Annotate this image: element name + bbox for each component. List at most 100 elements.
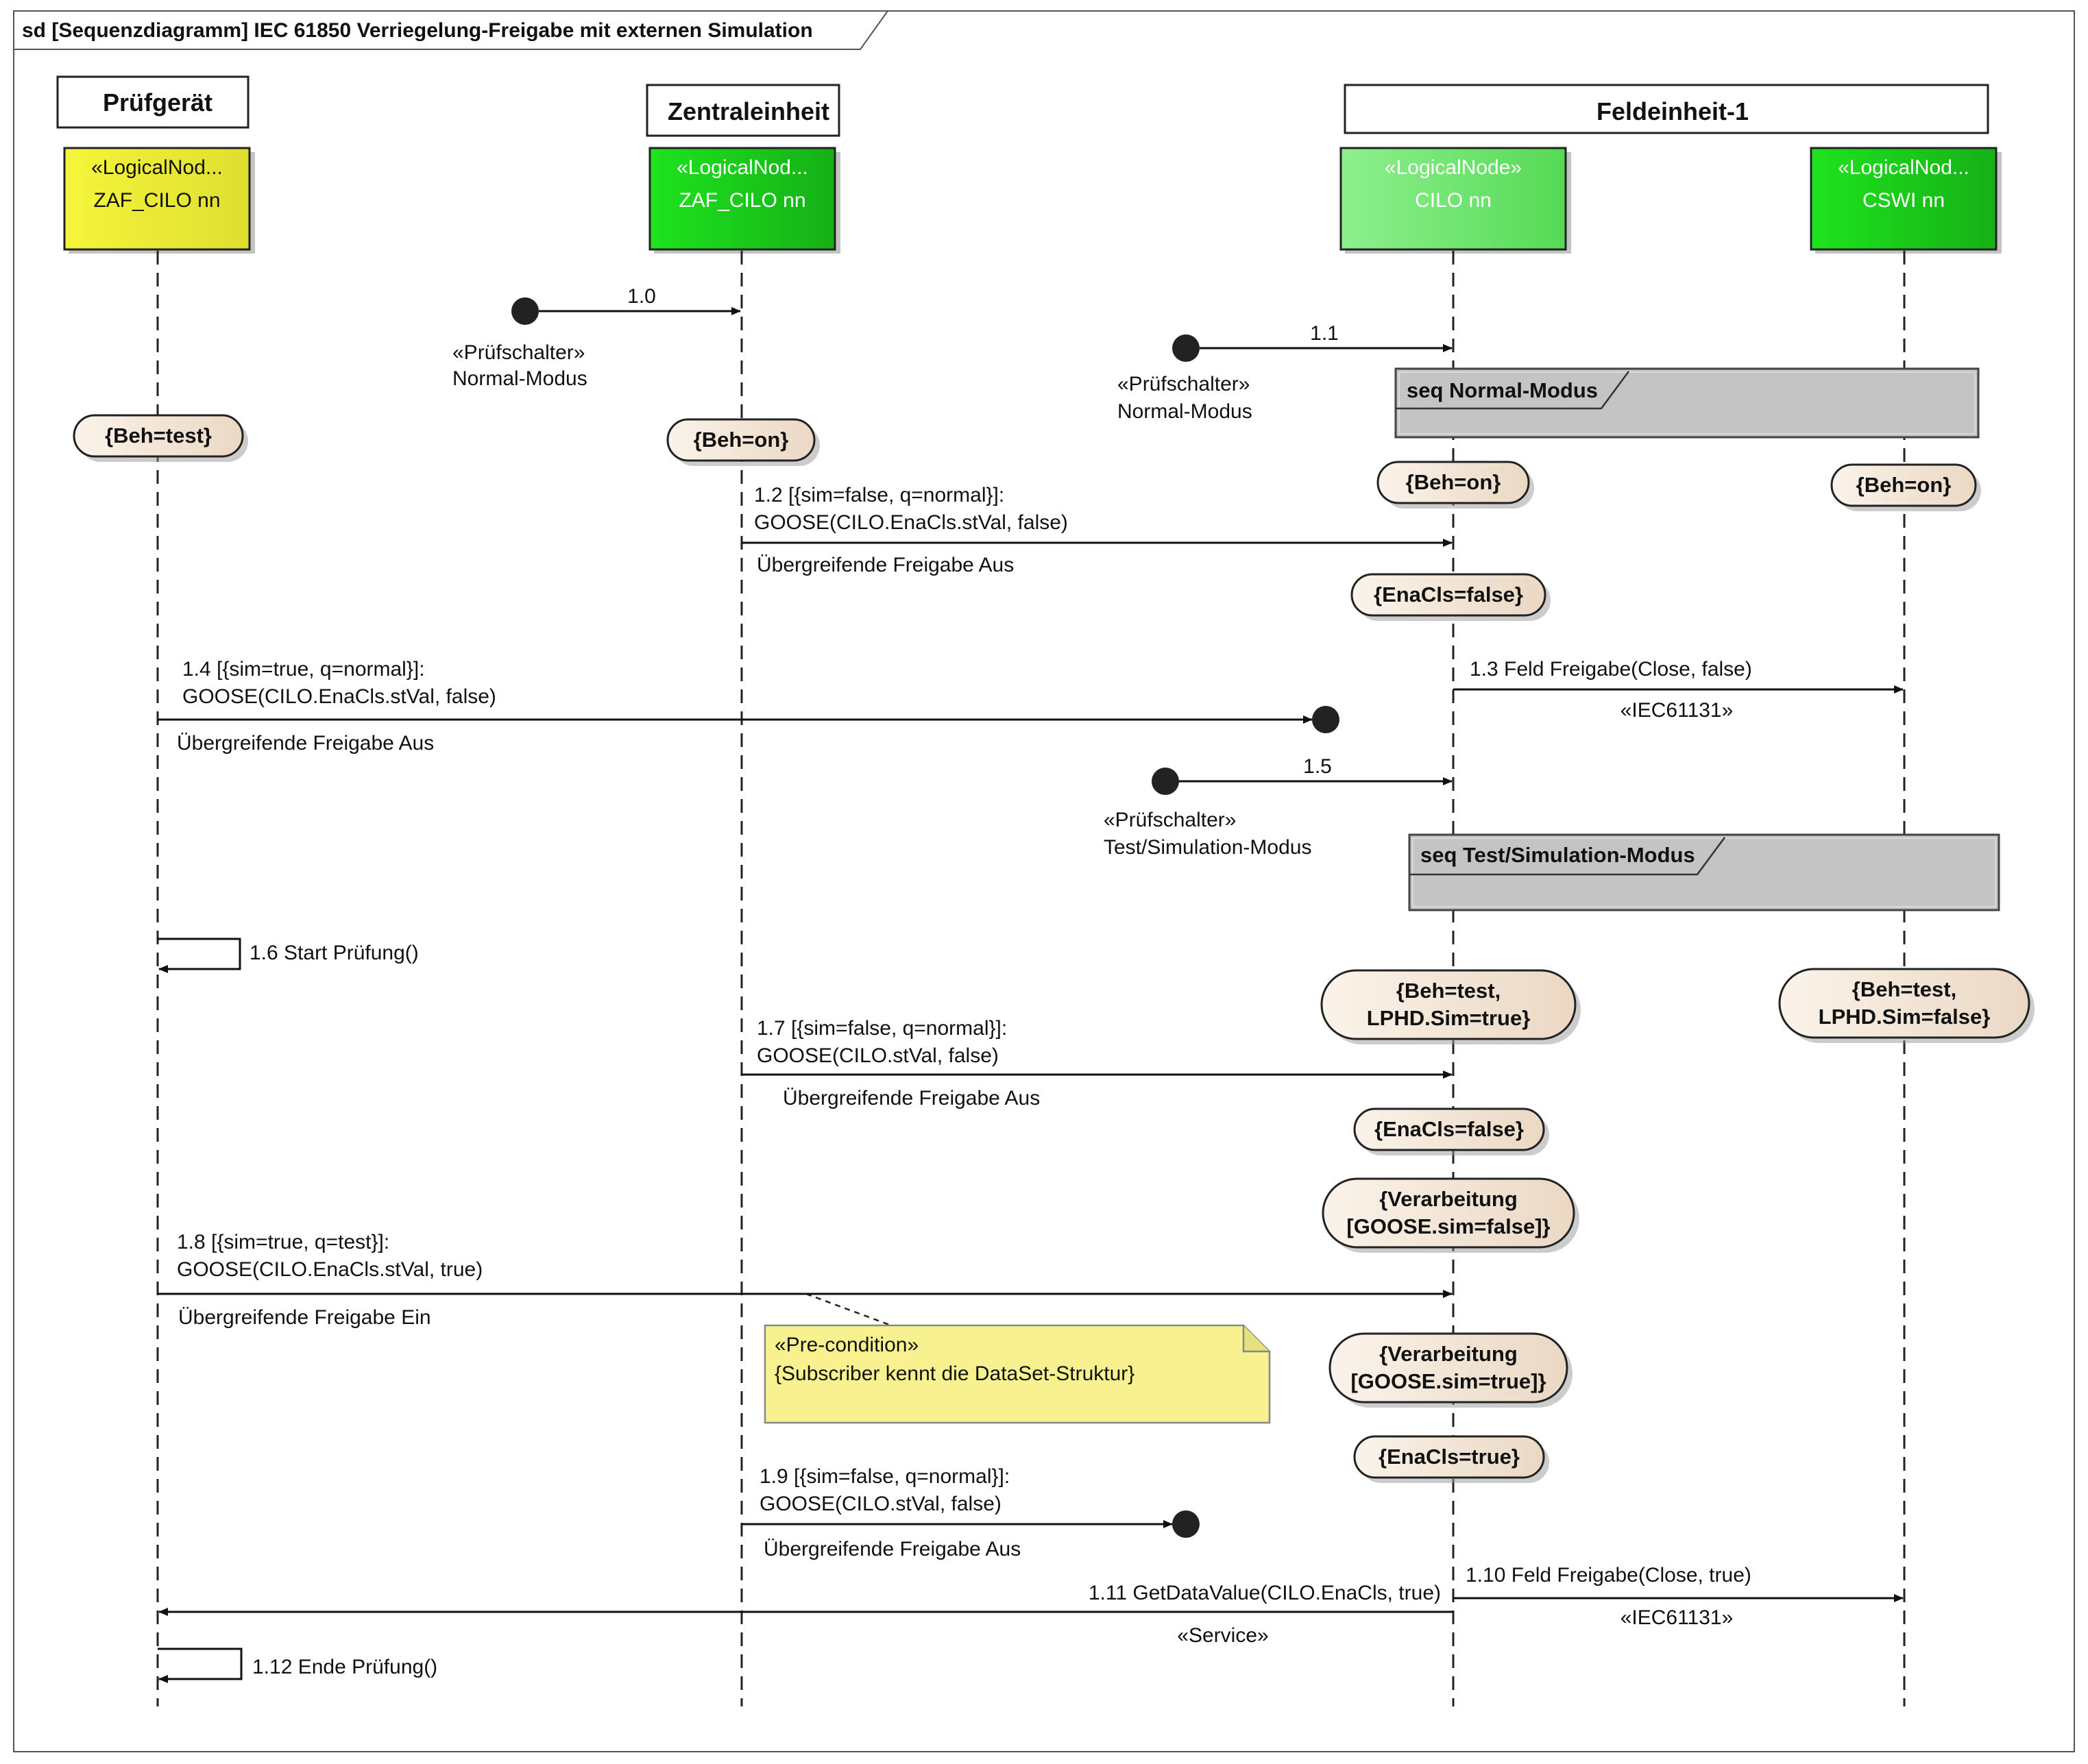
svg-text:{EnaCls=false}: {EnaCls=false} (1374, 1117, 1524, 1141)
state-c-enacls-3: {EnaCls=true} (1353, 1435, 1549, 1483)
svg-text:{Subscriber kennt die DataSet-: {Subscriber kennt die DataSet-Struktur} (775, 1362, 1134, 1385)
state-c-beh: {Beh=on} (1376, 461, 1534, 509)
svg-text:Normal-Modus: Normal-Modus (452, 367, 587, 390)
fragment-test-label: seq Test/Simulation-Modus (1420, 843, 1695, 867)
svg-text:GOOSE(CILO.EnaCls.stVal, false: GOOSE(CILO.EnaCls.stVal, false) (182, 685, 496, 708)
svg-text:Übergreifende Freigabe Aus: Übergreifende Freigabe Aus (783, 1087, 1040, 1110)
message-1-5: 1.5 «Prüfschalter» Test/Simulation-Modus (1104, 755, 1453, 859)
svg-text:Normal-Modus: Normal-Modus (1117, 400, 1252, 423)
svg-text:Übergreifende Freigabe Aus: Übergreifende Freigabe Aus (177, 732, 434, 755)
svg-text:1.4 [{sim=true, q=normal}]:: 1.4 [{sim=true, q=normal}]: (182, 658, 425, 681)
fragment-test-modus: seq Test/Simulation-Modus (1408, 833, 2000, 911)
svg-text:1.5: 1.5 (1303, 755, 1332, 778)
state-s-test: {Beh=test, LPHD.Sim=false} (1778, 968, 2035, 1043)
lifeline-p-stereotype: «LogicalNod... (91, 156, 223, 179)
svg-text:{Beh=on}: {Beh=on} (1856, 473, 1952, 497)
svg-text:«Prüfschalter»: «Prüfschalter» (452, 341, 585, 364)
lifeline-s-name: CSWI nn (1862, 189, 1945, 212)
state-c-verarbeitung-2: {Verarbeitung [GOOSE.sim=true]} (1328, 1332, 1573, 1408)
svg-text:«IEC61131»: «IEC61131» (1620, 1606, 1734, 1629)
svg-text:{Beh=test,: {Beh=test, (1852, 977, 1956, 1001)
state-c-verarbeitung-1: {Verarbeitung [GOOSE.sim=false]} (1322, 1177, 1579, 1253)
message-1-2: 1.2 [{sim=false, q=normal}]: GOOSE(CILO.… (742, 484, 1453, 576)
group-zentraleinheit-label: Zentraleinheit (668, 97, 829, 125)
state-p-beh: {Beh=test} (73, 414, 248, 462)
svg-text:GOOSE(CILO.EnaCls.stVal, true): GOOSE(CILO.EnaCls.stVal, true) (177, 1258, 483, 1281)
svg-text:«Service»: «Service» (1177, 1624, 1268, 1647)
svg-text:{Beh=test}: {Beh=test} (105, 424, 212, 448)
lifeline-head-z: «LogicalNod... ZAF_CILO nn (648, 147, 840, 254)
diagram-title: sd [Sequenzdiagramm] IEC 61850 Verriegel… (22, 19, 813, 42)
message-1-12: 1.12 Ende Prüfung() (158, 1647, 437, 1683)
svg-text:GOOSE(CILO.stVal, false): GOOSE(CILO.stVal, false) (760, 1493, 1001, 1515)
svg-text:1.8 [{sim=true, q=test}]:: 1.8 [{sim=true, q=test}]: (177, 1231, 389, 1253)
message-1-9: 1.9 [{sim=false, q=normal}]: GOOSE(CILO.… (742, 1465, 1200, 1560)
svg-text:1.3 Feld Freigabe(Close, false: 1.3 Feld Freigabe(Close, false) (1470, 658, 1752, 681)
lifeline-s-stereotype: «LogicalNod... (1838, 156, 1969, 179)
group-zentraleinheit: Zentraleinheit (646, 84, 840, 137)
group-pruefgeraet: Prüfgerät (56, 75, 250, 129)
lifeline-z-name: ZAF_CILO nn (679, 189, 805, 212)
state-c-test: {Beh=test, LPHD.Sim=true} (1320, 969, 1581, 1044)
message-1-3: 1.3 Feld Freigabe(Close, false) «IEC6113… (1453, 658, 1904, 722)
precondition-note: «Pre-condition» {Subscriber kennt die Da… (764, 1293, 1271, 1424)
lifeline-c-name: CILO nn (1415, 189, 1492, 212)
message-1-0: 1.0 «Prüfschalter» Normal-Modus (452, 285, 741, 390)
svg-text:{Beh=on}: {Beh=on} (1406, 470, 1501, 494)
svg-text:1.11 GetDataValue(CILO.EnaCls,: 1.11 GetDataValue(CILO.EnaCls, true) (1089, 1582, 1441, 1604)
group-pruefgeraet-label: Prüfgerät (103, 88, 213, 117)
svg-text:{Beh=on}: {Beh=on} (694, 428, 789, 452)
svg-text:1.6 Start Prüfung(): 1.6 Start Prüfung() (250, 942, 419, 964)
svg-text:1.9 [{sim=false, q=normal}]:: 1.9 [{sim=false, q=normal}]: (760, 1465, 1010, 1488)
message-1-8: 1.8 [{sim=true, q=test}]: GOOSE(CILO.Ena… (158, 1231, 1453, 1329)
svg-text:GOOSE(CILO.stVal, false): GOOSE(CILO.stVal, false) (757, 1044, 999, 1067)
group-feldeinheit: Feldeinheit-1 (1344, 84, 1989, 134)
found-message-dot (1152, 768, 1179, 795)
lifeline-head-s: «LogicalNod... CSWI nn (1810, 147, 2002, 254)
message-1-1: 1.1 «Prüfschalter» Normal-Modus (1117, 322, 1453, 423)
lost-message-dot (1172, 1510, 1200, 1538)
svg-text:LPHD.Sim=false}: LPHD.Sim=false} (1819, 1005, 1991, 1029)
lifeline-p-name: ZAF_CILO nn (93, 189, 220, 212)
svg-text:Übergreifende Freigabe Aus: Übergreifende Freigabe Aus (757, 554, 1014, 576)
svg-text:1.10 Feld Freigabe(Close, true: 1.10 Feld Freigabe(Close, true) (1466, 1564, 1751, 1587)
svg-text:{Verarbeitung: {Verarbeitung (1379, 1187, 1518, 1211)
svg-text:1.0: 1.0 (627, 285, 656, 308)
message-1-7: 1.7 [{sim=false, q=normal}]: GOOSE(CILO.… (742, 1017, 1453, 1110)
svg-text:«Prüfschalter»: «Prüfschalter» (1117, 373, 1250, 395)
svg-text:LPHD.Sim=true}: LPHD.Sim=true} (1367, 1006, 1531, 1030)
message-1-11: 1.11 GetDataValue(CILO.EnaCls, true) «Se… (158, 1582, 1453, 1647)
lost-message-dot (1312, 706, 1339, 733)
svg-text:«IEC61131»: «IEC61131» (1620, 699, 1734, 722)
found-message-dot (1172, 334, 1200, 362)
state-s-beh: {Beh=on} (1830, 463, 1981, 511)
message-1-4: 1.4 [{sim=true, q=normal}]: GOOSE(CILO.E… (158, 658, 1339, 755)
svg-text:1.2 [{sim=false, q=normal}]:: 1.2 [{sim=false, q=normal}]: (754, 484, 1004, 506)
svg-text:1.1: 1.1 (1310, 322, 1339, 345)
svg-text:Übergreifende Freigabe Aus: Übergreifende Freigabe Aus (764, 1538, 1021, 1560)
svg-text:{Beh=test,: {Beh=test, (1396, 979, 1501, 1003)
lifeline-head-p: «LogicalNod... ZAF_CILO nn (63, 147, 255, 254)
svg-text:«Pre-condition»: «Pre-condition» (775, 1334, 919, 1356)
svg-text:{EnaCls=true}: {EnaCls=true} (1379, 1445, 1520, 1469)
svg-text:Übergreifende Freigabe Ein: Übergreifende Freigabe Ein (178, 1306, 431, 1329)
fragment-normal-label: seq Normal-Modus (1407, 378, 1598, 402)
lifeline-z-stereotype: «LogicalNod... (677, 156, 808, 179)
state-c-enacls-2: {EnaCls=false} (1353, 1107, 1549, 1155)
svg-text:[GOOSE.sim=false]}: [GOOSE.sim=false]} (1346, 1214, 1550, 1238)
lifeline-head-c: «LogicalNode» CILO nn (1339, 147, 1571, 254)
message-1-6: 1.6 Start Prüfung() (158, 938, 419, 973)
svg-text:Test/Simulation-Modus: Test/Simulation-Modus (1104, 836, 1311, 859)
svg-text:[GOOSE.sim=true]}: [GOOSE.sim=true]} (1350, 1369, 1546, 1393)
svg-text:1.7 [{sim=false, q=normal}]:: 1.7 [{sim=false, q=normal}]: (757, 1017, 1007, 1040)
found-message-dot (511, 297, 539, 325)
state-z-beh: {Beh=on} (666, 418, 820, 466)
svg-text:GOOSE(CILO.EnaCls.stVal, false: GOOSE(CILO.EnaCls.stVal, false) (754, 511, 1068, 534)
svg-text:«Prüfschalter»: «Prüfschalter» (1104, 809, 1236, 831)
svg-text:{Verarbeitung: {Verarbeitung (1379, 1342, 1518, 1366)
svg-text:{EnaCls=false}: {EnaCls=false} (1374, 583, 1523, 607)
svg-text:1.12 Ende Prüfung(): 1.12 Ende Prüfung() (252, 1656, 437, 1678)
state-c-enacls-1: {EnaCls=false} (1350, 573, 1551, 621)
fragment-normal-modus: seq Normal-Modus (1394, 367, 1980, 439)
group-feldeinheit-label: Feldeinheit-1 (1597, 97, 1749, 125)
